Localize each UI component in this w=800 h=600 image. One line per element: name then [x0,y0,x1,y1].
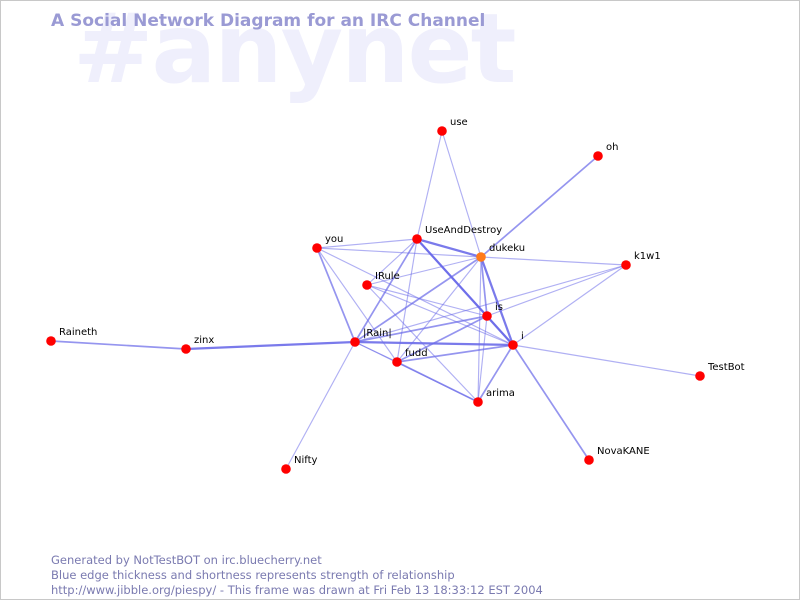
footer-url-timestamp[interactable]: http://www.jibble.org/piespy/ - This fra… [51,583,543,597]
node-irule[interactable]: IRule [362,271,400,290]
node-is[interactable]: is [482,302,503,321]
node-dot[interactable] [508,340,518,350]
edge-dukeku-you [316,247,482,258]
node-dot[interactable] [46,336,56,346]
node-label: TestBot [707,362,745,373]
edge-dukeku-k1w1 [480,256,627,266]
edge-useanddestroy-dukeku [416,237,482,259]
edge-fudd-arima [396,361,479,403]
edges-layer [50,130,701,470]
node-dot[interactable] [392,357,402,367]
node-label: |Rain| [363,328,392,339]
node-testbot[interactable]: TestBot [695,362,745,381]
node-dot[interactable] [312,243,322,253]
node-label: Raineth [59,327,97,338]
node-dot[interactable] [584,455,594,465]
node-dot[interactable] [181,344,191,354]
node-dot[interactable] [412,234,422,244]
node-dukeku[interactable]: dukeku [476,243,525,262]
edge-raineth-zinx [50,340,187,350]
edge-you-i [316,247,514,346]
node-label: NovaKANE [597,446,650,457]
node-label: oh [606,142,618,153]
edge-zinx-irain [185,340,356,351]
node-dot[interactable] [476,252,486,262]
edge-dukeku-fudd [396,256,482,363]
edge-k1w1-is [486,264,627,317]
edge-useanddestroy-you [316,238,418,249]
edge-dukeku-irule [366,256,482,286]
node-label: i [521,331,524,342]
node-label: IRule [375,271,400,282]
footer-generated-by: Generated by NotTestBOT on irc.bluecherr… [51,553,322,567]
edge-i-novakane [512,344,590,461]
node-label: you [325,234,343,245]
edge-irule-i [366,284,514,346]
node-dot[interactable] [281,464,291,474]
node-label: zinx [194,335,214,346]
channel-watermark: #anynet [73,0,516,105]
edge-oh-dukeku [480,155,599,258]
node-dot[interactable] [362,280,372,290]
edge-i-arima [477,344,514,403]
node-label: k1w1 [634,251,661,262]
edge-irule-is [366,284,488,317]
edge-use-useanddestroy [416,130,443,240]
edge-is-fudd [396,315,488,363]
node-dot[interactable] [350,337,360,347]
footer: Generated by NotTestBOT on irc.bluecherr… [51,553,543,598]
edge-irain-nifty [285,341,356,470]
node-label: Nifty [294,455,318,466]
edge-irain-is [354,315,488,343]
node-fudd[interactable]: fudd [392,348,428,367]
node-zinx[interactable]: zinx [181,335,214,354]
edge-dukeku-irain [354,256,482,343]
edge-dukeku-i [479,256,515,346]
edge-dukeku-is [480,256,488,317]
node-oh[interactable]: oh [593,142,618,161]
edge-dukeku-arima [477,256,482,403]
node-label: fudd [405,348,428,359]
node-label: UseAndDestroy [425,225,502,236]
node-label: use [450,117,468,128]
node-novakane[interactable]: NovaKANE [584,446,650,465]
diagram-title: A Social Network Diagram for an IRC Chan… [51,11,486,31]
edge-is-arima [477,315,488,403]
edge-k1w1-i [512,264,627,346]
edge-you-irain [316,247,356,343]
node-nifty[interactable]: Nifty [281,455,318,474]
node-i[interactable]: i [508,331,524,350]
edge-is-i [486,315,514,346]
node-dot[interactable] [437,126,447,136]
node-arima[interactable]: arima [473,388,515,407]
node-dot[interactable] [593,151,603,161]
node-you[interactable]: you [312,234,343,253]
node-label: is [495,302,503,313]
edge-use-dukeku [441,130,482,258]
node-dot[interactable] [473,397,483,407]
node-dot[interactable] [621,260,631,270]
node-k1w1[interactable]: k1w1 [621,251,661,270]
edge-i-testbot [512,344,701,377]
edge-i-fudd [396,344,514,363]
node-use[interactable]: use [437,117,468,136]
node-dot[interactable] [482,311,492,321]
node-useanddestroy[interactable]: UseAndDestroy [412,225,502,244]
edge-k1w1-irain [354,264,627,343]
node-dot[interactable] [695,371,705,381]
edge-useanddestroy-fudd [396,238,418,363]
footer-legend-note: Blue edge thickness and shortness repres… [51,568,455,582]
node-label: arima [486,388,515,399]
node-label: dukeku [489,243,525,254]
node-irain[interactable]: |Rain| [350,328,392,347]
node-raineth[interactable]: Raineth [46,327,97,346]
